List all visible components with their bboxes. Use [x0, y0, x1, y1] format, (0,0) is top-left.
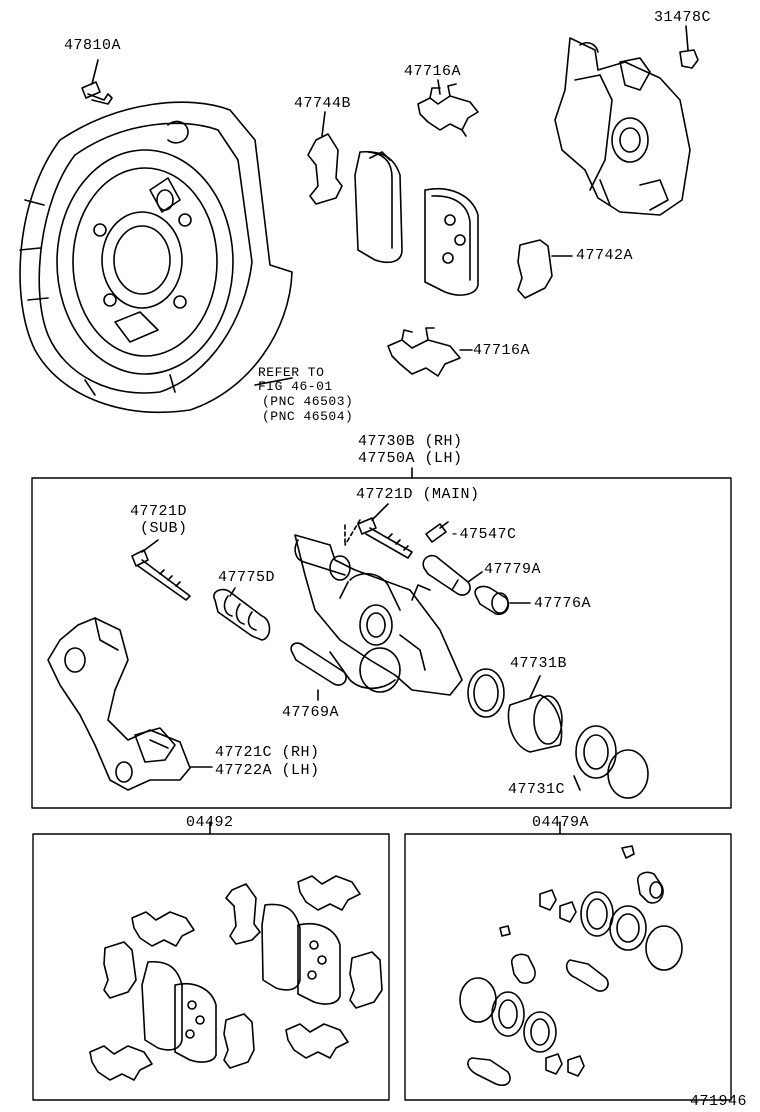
- refer-text-line2[interactable]: FIG 46-01: [258, 379, 333, 394]
- kit-04492-box: [32, 833, 390, 1101]
- brake-pads-top-drawing: [354, 150, 479, 296]
- kit-04479A-parts: [459, 845, 683, 1087]
- part-label-47721D-sub-note: (SUB): [140, 520, 188, 537]
- backing-plate-drawing: [19, 101, 293, 413]
- bolt-47721D-sub-drawing: [131, 539, 191, 601]
- part-label-47721D-sub[interactable]: 47721D: [130, 503, 188, 520]
- figure-number: 471946: [690, 1093, 748, 1110]
- part-label-31478C[interactable]: 31478C: [654, 9, 712, 26]
- part-label-47769A[interactable]: 47769A: [282, 704, 340, 721]
- refer-text-line3: (PNC 46503): [262, 394, 354, 409]
- clip-47716A-top-drawing: [417, 79, 479, 137]
- bolt-47810A-drawing: [81, 59, 113, 105]
- caliper-top-drawing: [554, 37, 691, 216]
- bleeder-47547C-drawing: [425, 521, 449, 543]
- leader-refer: [254, 377, 293, 386]
- part-label-47744B[interactable]: 47744B: [294, 95, 352, 112]
- pin-47779A-drawing: [422, 554, 483, 596]
- refer-text-line4: (PNC 46504): [262, 409, 354, 424]
- caliper-body-drawing: [294, 519, 463, 696]
- part-label-47742A[interactable]: 47742A: [576, 247, 634, 264]
- part-label-47716A-mid[interactable]: 47716A: [473, 342, 531, 359]
- kit-04479A-box: [404, 833, 732, 1101]
- kit-04492-parts: [89, 875, 383, 1081]
- bolt-47721D-main-drawing: [357, 503, 413, 559]
- boot-47731C-drawing: [573, 725, 649, 799]
- pin-47769A-drawing: [290, 642, 347, 701]
- part-label-47721C[interactable]: 47721C (RH): [215, 744, 320, 761]
- kit-label-04479A[interactable]: 04479A: [532, 814, 590, 831]
- part-label-47722A[interactable]: 47722A (LH): [215, 762, 320, 779]
- clip-47716A-mid-drawing: [387, 327, 473, 377]
- part-label-47775D[interactable]: 47775D: [218, 569, 276, 586]
- nut-31478C-drawing: [679, 25, 699, 69]
- boot-47775D-drawing: [213, 587, 271, 641]
- part-label-47716A-top[interactable]: 47716A: [404, 63, 462, 80]
- assembly-label-lh[interactable]: 47750A (LH): [358, 450, 463, 467]
- part-label-47547C[interactable]: -47547C: [450, 526, 517, 543]
- part-label-47721D-main[interactable]: 47721D (MAIN): [356, 486, 480, 503]
- part-label-47731C[interactable]: 47731C: [508, 781, 566, 798]
- part-label-47776A[interactable]: 47776A: [534, 595, 592, 612]
- shim-47742A-drawing: [517, 239, 573, 299]
- kit-label-04492[interactable]: 04492: [186, 814, 234, 831]
- caliper-bracket-drawing: [47, 617, 213, 791]
- caliper-assembly-box: [31, 477, 732, 809]
- piston-47731B-drawing: [467, 668, 563, 753]
- part-label-47731B[interactable]: 47731B: [510, 655, 568, 672]
- bushing-47776A-drawing: [474, 585, 531, 616]
- assembly-label-rh[interactable]: 47730B (RH): [358, 433, 463, 450]
- shim-47744B-drawing: [307, 111, 343, 205]
- part-label-47810A[interactable]: 47810A: [64, 37, 122, 54]
- refer-text-line1: REFER TO: [258, 365, 325, 380]
- part-label-47779A[interactable]: 47779A: [484, 561, 542, 578]
